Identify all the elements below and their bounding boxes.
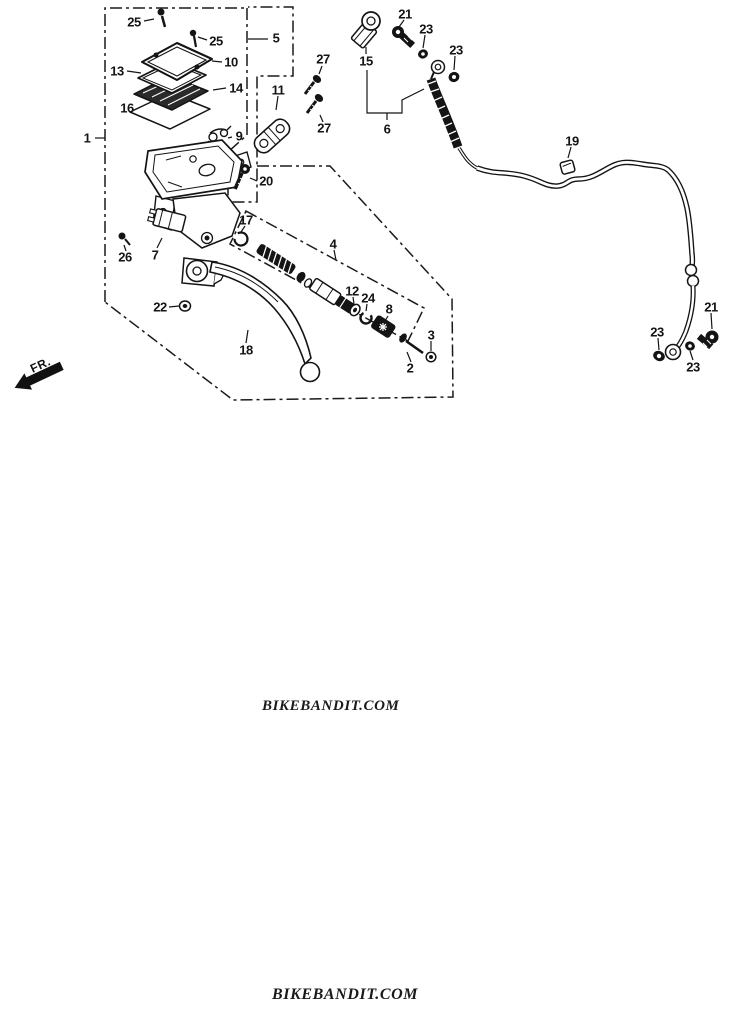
callout-1: 1: [83, 130, 91, 146]
callout-6: 6: [383, 121, 391, 137]
callout-9: 9: [235, 128, 243, 144]
hose-banjo-top: [350, 11, 381, 49]
watermark-middle: BIKEBANDIT.COM: [262, 698, 400, 714]
sealing-washer-bottom-right: [685, 341, 695, 351]
callout-27-b: 27: [317, 120, 331, 136]
callout-17: 17: [239, 212, 253, 228]
callout-4: 4: [329, 236, 337, 252]
callout-23-a: 23: [419, 21, 433, 37]
piston-spring: [256, 244, 296, 274]
lever-holder-clamp: [253, 118, 291, 154]
piston-assembly: [296, 271, 396, 338]
callout-21-b: 21: [704, 299, 718, 315]
sealing-washer-top-a: [418, 49, 428, 59]
watermark-bottom: BIKEBANDIT.COM: [272, 986, 419, 1003]
callout-23-b: 23: [449, 42, 463, 58]
callout-22: 22: [153, 299, 167, 315]
callout-15: 15: [359, 53, 373, 69]
callout-20: 20: [259, 173, 273, 189]
brake-switch: [147, 208, 187, 233]
callout-24: 24: [361, 290, 375, 306]
cover-screw-b: [189, 29, 198, 48]
callout-18: 18: [239, 342, 253, 358]
push-rod: [399, 333, 424, 355]
lever-pivot-bolt: [233, 164, 250, 190]
callout-7: 7: [151, 247, 159, 263]
hose-banjo-bottom: [664, 343, 682, 361]
callout-16: 16: [120, 100, 134, 116]
clutch-lever: [181, 257, 321, 383]
callout-25-b: 25: [209, 33, 223, 49]
piston-circlip: [233, 231, 249, 247]
reservoir-cover: [140, 41, 214, 82]
hose-coil-guard: [426, 77, 463, 149]
callout-27-a: 27: [316, 51, 330, 67]
clamp-bolt-a: [303, 75, 322, 95]
rod-nut: [425, 351, 437, 363]
master-cylinder-body: [144, 139, 252, 249]
front-direction-arrow: [14, 361, 64, 390]
callout-25-a: 25: [127, 14, 141, 30]
callout-26: 26: [118, 249, 132, 265]
sealing-washer-top-b: [448, 71, 460, 83]
callout-21-a: 21: [398, 6, 412, 22]
sealing-washer-bottom-left: [653, 350, 665, 362]
switch-screw: [118, 232, 131, 246]
clamp-bolt-b: [305, 94, 324, 114]
callout-14: 14: [229, 80, 243, 96]
cover-screw-a: [157, 8, 167, 28]
clutch-hose: [430, 59, 700, 351]
callout-12: 12: [345, 283, 359, 299]
callout-23-d: 23: [686, 359, 700, 375]
hose-clip: [559, 159, 576, 175]
callout-10: 10: [224, 54, 238, 70]
callout-19: 19: [565, 133, 579, 149]
callout-5: 5: [272, 30, 280, 46]
lever-nut: [178, 300, 192, 312]
callout-23-c: 23: [650, 324, 664, 340]
callout-3: 3: [427, 327, 435, 343]
callout-13: 13: [110, 63, 124, 79]
callout-2: 2: [406, 360, 414, 376]
callout-11: 11: [271, 82, 285, 98]
banjo-bolt-bottom: [696, 330, 719, 350]
banjo-bolt-top: [392, 26, 416, 49]
callout-8: 8: [385, 301, 393, 317]
